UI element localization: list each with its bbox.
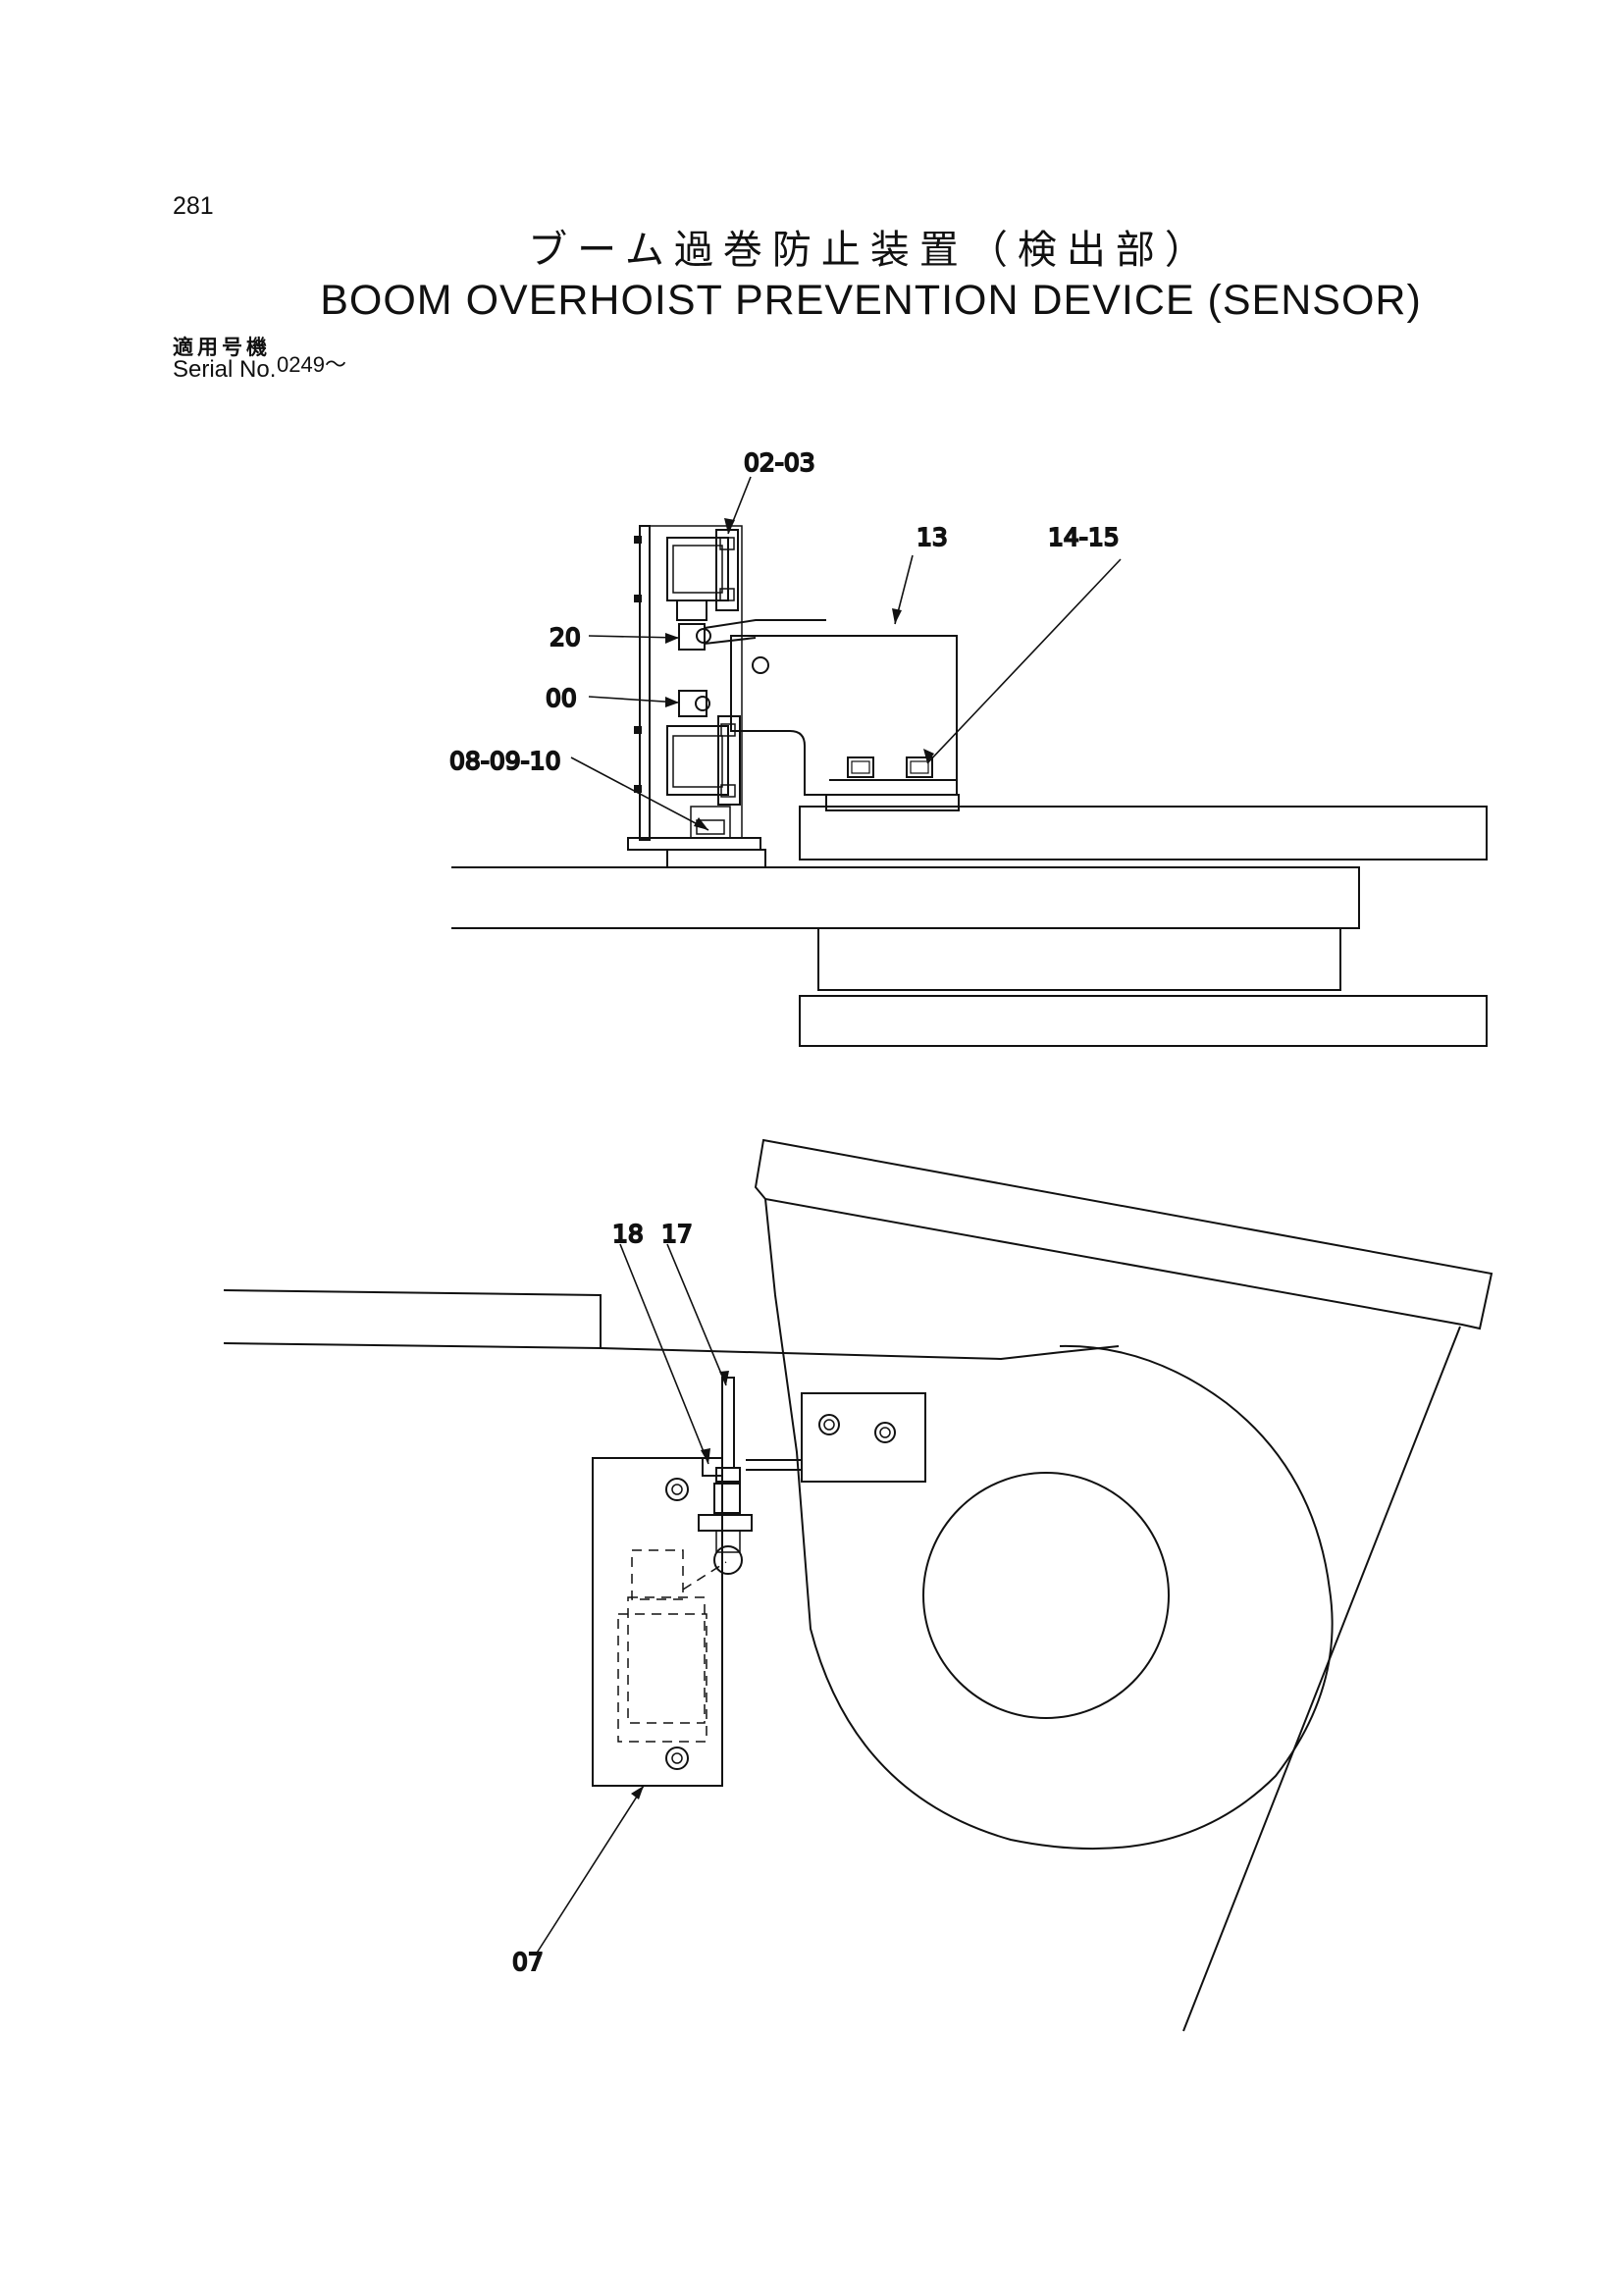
callout-18: 18	[612, 1220, 644, 1248]
pivot-pin-hole	[922, 1472, 1170, 1719]
callout-13: 13	[917, 523, 948, 551]
leader-arrowheads	[631, 518, 934, 1799]
title-japanese: ブーム過巻防止装置（検出部）	[528, 228, 1214, 273]
callout-08-09-10: 08-09-10	[449, 747, 560, 775]
callout-07: 07	[512, 1948, 544, 1976]
lower-limit-switch	[666, 690, 741, 839]
callout-02-03: 02-03	[744, 448, 815, 477]
upper-beam	[799, 806, 1488, 860]
callout-14-15: 14-15	[1048, 523, 1120, 551]
boom-side-edge	[1182, 1326, 1461, 2032]
callout-20: 20	[550, 623, 581, 652]
bracket-block-13	[730, 635, 958, 796]
bottom-beam	[799, 995, 1488, 1047]
upper-member-edge	[600, 1345, 1120, 1361]
callout-labels: 02-03 13 14-15 20 00 08-09-10 18 17 07	[448, 447, 1121, 1977]
serial-label-english: Serial No.	[173, 356, 277, 383]
plate-bolts	[634, 536, 642, 793]
top-view	[451, 525, 1488, 1047]
boom-top-plate	[754, 1138, 1493, 1330]
serial-number-value: 0249～	[277, 352, 346, 377]
side-view	[223, 1138, 1493, 2032]
block-base-plate	[825, 794, 960, 811]
bolts-14-15	[829, 756, 957, 781]
upper-limit-switch	[666, 529, 739, 621]
callout-17: 17	[661, 1220, 693, 1248]
pivot-lug-outline	[764, 1198, 1334, 1851]
serial-label-japanese: 適用号機	[173, 336, 271, 359]
upper-member	[223, 1289, 602, 1350]
lower-beam	[817, 927, 1341, 991]
leader-lines	[535, 476, 1122, 1955]
callout-00: 00	[546, 684, 577, 712]
page-number: 281	[173, 192, 214, 220]
main-beam	[451, 866, 1360, 929]
rod-17	[715, 1377, 741, 1483]
actuator-bracket	[746, 1392, 926, 1483]
internal-switch-hidden	[617, 1549, 727, 1743]
title-english: BOOM OVERHOIST PREVENTION DEVICE (SENSOR…	[320, 277, 1422, 324]
switch-base-foot	[666, 849, 766, 868]
limit-switch-box-07	[592, 1457, 753, 1787]
